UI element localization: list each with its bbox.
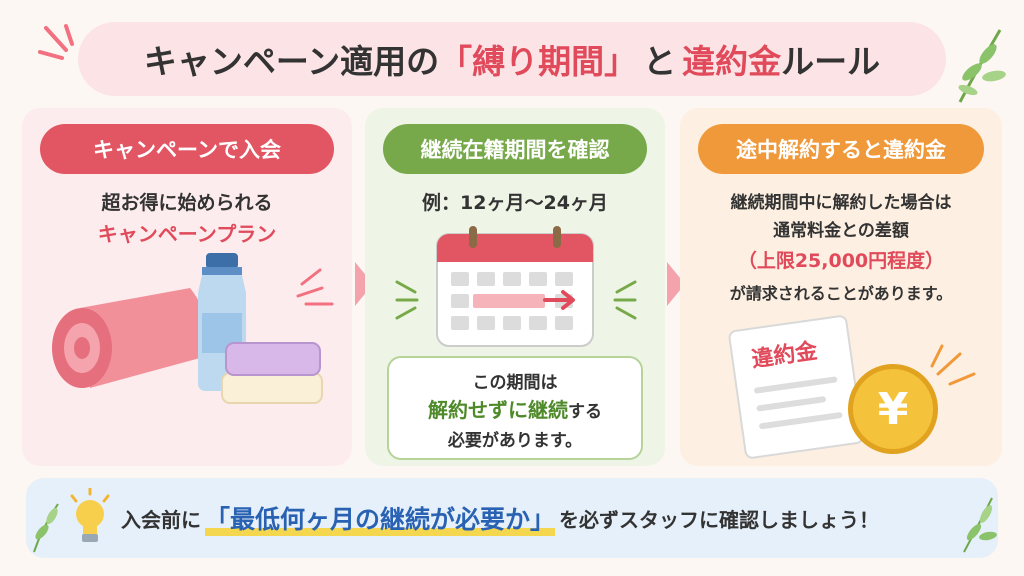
note-line3: 必要があります。 [447,431,583,451]
leaf-icon [958,29,1006,103]
step1-line1: 超お得に始められる [101,192,273,214]
folded-towels-icon [221,342,323,404]
step3-line3: （上限25,000円程度） [737,250,945,272]
lightbulb-icon [70,488,110,542]
document-icon: 違約金 [727,314,865,460]
step-card-period: 継続在籍期間を確認 例：12ヶ月〜24ヶ月 この期間は 解約せずに継続する 必要… [365,108,665,466]
footer-highlight: 「最低何ヶ月の継続が必要か」 [205,500,556,536]
note-suffix: する [568,402,602,422]
step-card-penalty: 途中解約すると違約金 継続期間中に解約した場合は 通常料金との差額 （上限25,… [680,108,1002,466]
sparkle-icon [296,268,334,306]
footer-suffix: を必ずスタッフに確認しましょう！ [559,507,880,532]
calendar-icon [436,226,594,347]
coin-symbol: ¥ [877,383,909,435]
title-highlight-period: 「縛り期間」 [439,42,638,81]
step2-example: 例：12ヶ月〜24ヶ月 [422,192,608,214]
step-card-join: キャンペーンで入会 超お得に始められる キャンペーンプラン [22,108,352,466]
title-part1: キャンペーン適用の [143,42,440,81]
step1-badge: キャンペーンで入会 [40,124,334,174]
note-line2: 解約せずに継続する [389,394,641,423]
sparkle-icon [613,280,637,320]
title-highlight-penalty: 違約金 [682,42,782,81]
sparkle-icon [395,280,419,320]
step1-line2: キャンペーンプラン [97,222,277,246]
note-line1: この期間は [472,373,558,393]
step3-line4: が請求されることがあります。 [729,284,953,303]
step3-line1: 継続期間中に解約した場合は [730,193,952,213]
yen-coin-icon: ¥ [848,364,938,454]
period-note: この期間は 解約せずに継続する 必要があります。 [387,356,643,460]
sparkle-icon [930,344,976,386]
footer-text: 入会前に 「最低何ヶ月の継続が必要か」 を必ずスタッフに確認しましょう！ [121,478,879,558]
page-title: キャンペーン適用の 「縛り期間」 と 違約金 ルール [78,22,946,96]
document-label: 違約金 [750,338,819,373]
leaf-icon [33,503,59,553]
arrow-right-icon [543,290,575,310]
title-part3: ルール [781,42,881,81]
step3-badge: 途中解約すると違約金 [698,124,984,174]
note-emphasis: 解約せずに継続 [428,398,568,422]
leaf-icon [963,497,997,553]
towel-roll-icon [52,288,206,388]
footer-prefix: 入会前に [121,507,201,532]
footer-banner: 入会前に 「最低何ヶ月の継続が必要か」 を必ずスタッフに確認しましょう！ [26,478,998,558]
title-part2: と [643,42,677,81]
step3-line2: 通常料金との差額 [773,221,909,241]
step2-badge: 継続在籍期間を確認 [383,124,647,174]
sparkle-icon [38,24,74,60]
